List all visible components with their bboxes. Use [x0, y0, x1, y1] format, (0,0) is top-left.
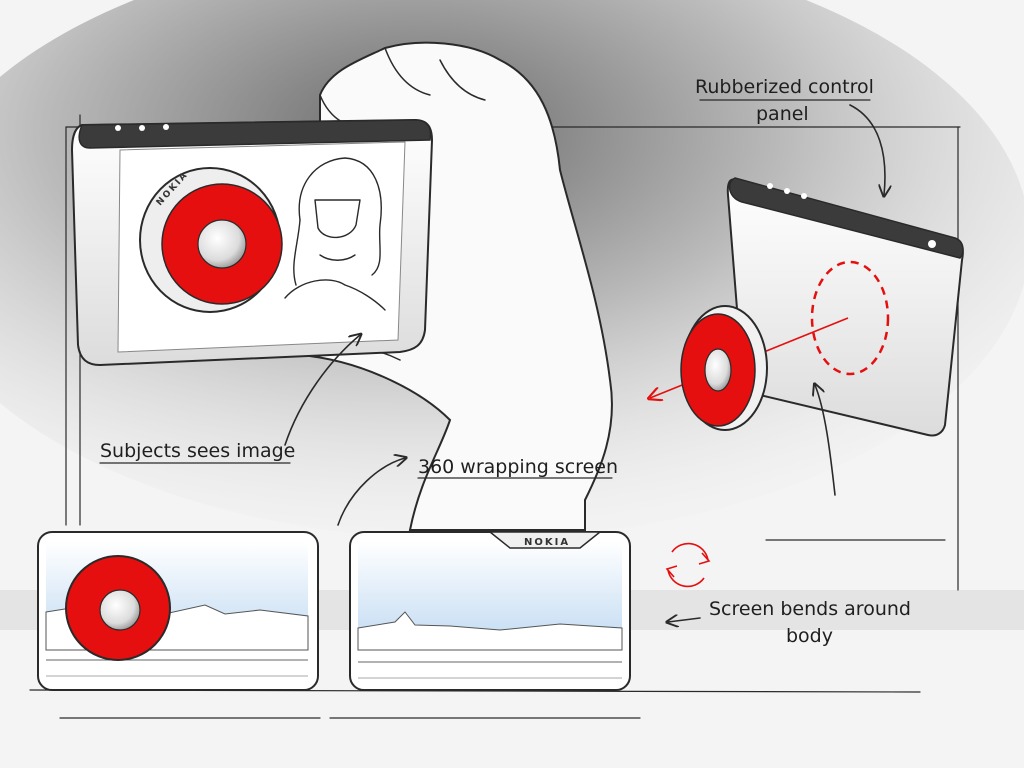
arrow-icon	[337, 458, 405, 526]
label-screen-bends-line2: body	[786, 625, 833, 647]
label-control-panel-line1: Rubberized control	[695, 76, 874, 98]
arrow-icon	[815, 385, 836, 496]
device-side-view	[650, 177, 964, 437]
device-bottom-left	[37, 531, 319, 691]
label-underlines	[99, 99, 871, 479]
device-front-view: NOKIA	[70, 118, 434, 367]
rotate-arrows-icon	[665, 542, 711, 588]
label-subjects-sees-image: Subjects sees image	[100, 440, 295, 462]
arrow-icon	[284, 335, 360, 446]
lens-module-detached	[680, 305, 768, 431]
arrow-icon	[849, 104, 885, 195]
label-control-panel-line2: panel	[756, 103, 809, 125]
label-screen-bends-line1: Screen bends around	[709, 598, 911, 620]
label-wrapping-screen: 360 wrapping screen	[418, 456, 618, 478]
screen-notch-brand: NOKIA	[524, 537, 570, 548]
device-bottom-right: NOKIA	[349, 531, 631, 691]
subject-portrait-sketch	[284, 157, 386, 311]
arrow-icon	[668, 618, 701, 622]
annotation-arrows	[284, 104, 885, 622]
lens-module-front: NOKIA	[139, 167, 283, 313]
